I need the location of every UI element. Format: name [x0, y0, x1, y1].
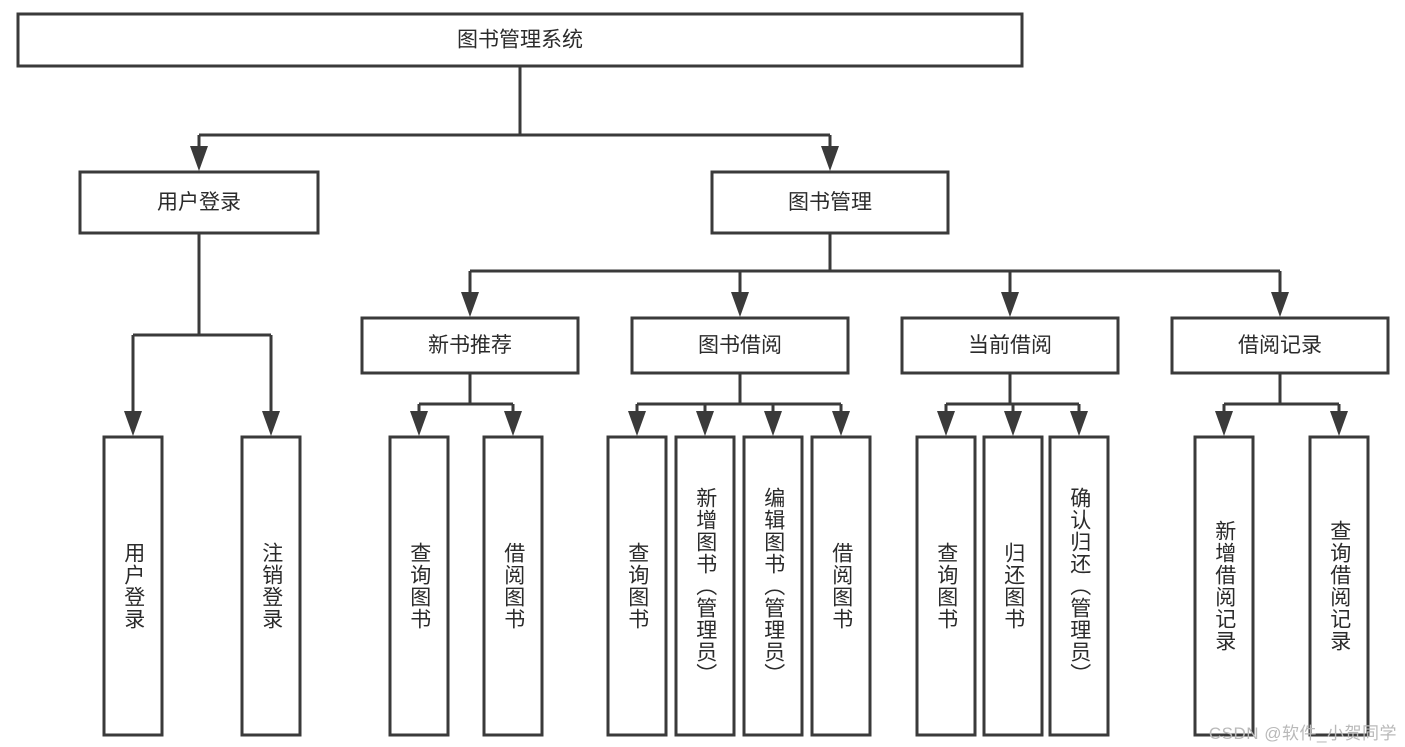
node-leaf_0[interactable]	[102, 435, 164, 737]
arrow-head-icon	[1215, 411, 1233, 436]
node-box	[915, 435, 977, 737]
node-box	[102, 435, 164, 737]
arrow-head-icon	[1001, 292, 1019, 317]
arrow-head-icon	[461, 292, 479, 317]
node-l2_2[interactable]: 当前借阅	[900, 316, 1120, 375]
arrow-head-icon	[124, 411, 142, 436]
node-box	[240, 435, 302, 737]
node-label: 图书借阅	[698, 334, 782, 357]
node-l1_1[interactable]: 图书管理	[710, 170, 950, 235]
node-label: 图书管理系统	[457, 29, 583, 52]
node-label: 新书推荐	[428, 334, 512, 357]
node-box	[388, 435, 450, 737]
node-label: 当前借阅	[968, 334, 1052, 357]
arrow-head-icon	[190, 146, 208, 171]
node-leaf_7[interactable]	[810, 435, 872, 737]
node-leaf_9[interactable]	[982, 435, 1044, 737]
arrow-head-icon	[731, 292, 749, 317]
node-leaf_11[interactable]	[1193, 435, 1255, 737]
arrow-head-icon	[628, 411, 646, 436]
arrow-head-icon	[1004, 411, 1022, 436]
node-leaf_3[interactable]	[482, 435, 544, 737]
node-box	[482, 435, 544, 737]
arrow-head-icon	[410, 411, 428, 436]
arrow-head-icon	[821, 146, 839, 171]
node-label: 用户登录	[157, 191, 241, 214]
node-box	[742, 435, 804, 737]
node-l2_3[interactable]: 借阅记录	[1170, 316, 1390, 375]
node-box	[810, 435, 872, 737]
node-box	[1308, 435, 1370, 737]
node-leaf_2[interactable]	[388, 435, 450, 737]
node-leaf_6[interactable]	[742, 435, 804, 737]
node-box	[1193, 435, 1255, 737]
arrow-head-icon	[832, 411, 850, 436]
node-label: 借阅记录	[1238, 334, 1322, 357]
node-box	[710, 170, 950, 235]
arrow-head-icon	[1330, 411, 1348, 436]
node-leaf_4[interactable]	[606, 435, 668, 737]
node-leaf_12[interactable]	[1308, 435, 1370, 737]
node-box	[16, 12, 1024, 68]
node-box	[630, 316, 850, 375]
node-leaf_10[interactable]	[1048, 435, 1110, 737]
node-label: 图书管理	[788, 191, 872, 214]
arrow-head-icon	[696, 411, 714, 436]
node-box	[360, 316, 580, 375]
node-leaf_5[interactable]	[674, 435, 736, 737]
node-box	[900, 316, 1120, 375]
node-box	[1170, 316, 1390, 375]
watermark-text: CSDN @软件_小贺同学	[1208, 724, 1397, 743]
arrow-head-icon	[1271, 292, 1289, 317]
node-leaf_8[interactable]	[915, 435, 977, 737]
node-l2_1[interactable]: 图书借阅	[630, 316, 850, 375]
node-box	[674, 435, 736, 737]
arrow-head-icon	[1070, 411, 1088, 436]
node-box	[606, 435, 668, 737]
node-leaf_1[interactable]	[240, 435, 302, 737]
arrow-head-icon	[937, 411, 955, 436]
node-root[interactable]: 图书管理系统	[16, 12, 1024, 68]
arrow-head-icon	[764, 411, 782, 436]
node-l1_0[interactable]: 用户登录	[78, 170, 320, 235]
arrow-head-icon	[504, 411, 522, 436]
node-box	[78, 170, 320, 235]
node-box	[982, 435, 1044, 737]
arrow-head-icon	[262, 411, 280, 436]
node-box	[1048, 435, 1110, 737]
node-l2_0[interactable]: 新书推荐	[360, 316, 580, 375]
